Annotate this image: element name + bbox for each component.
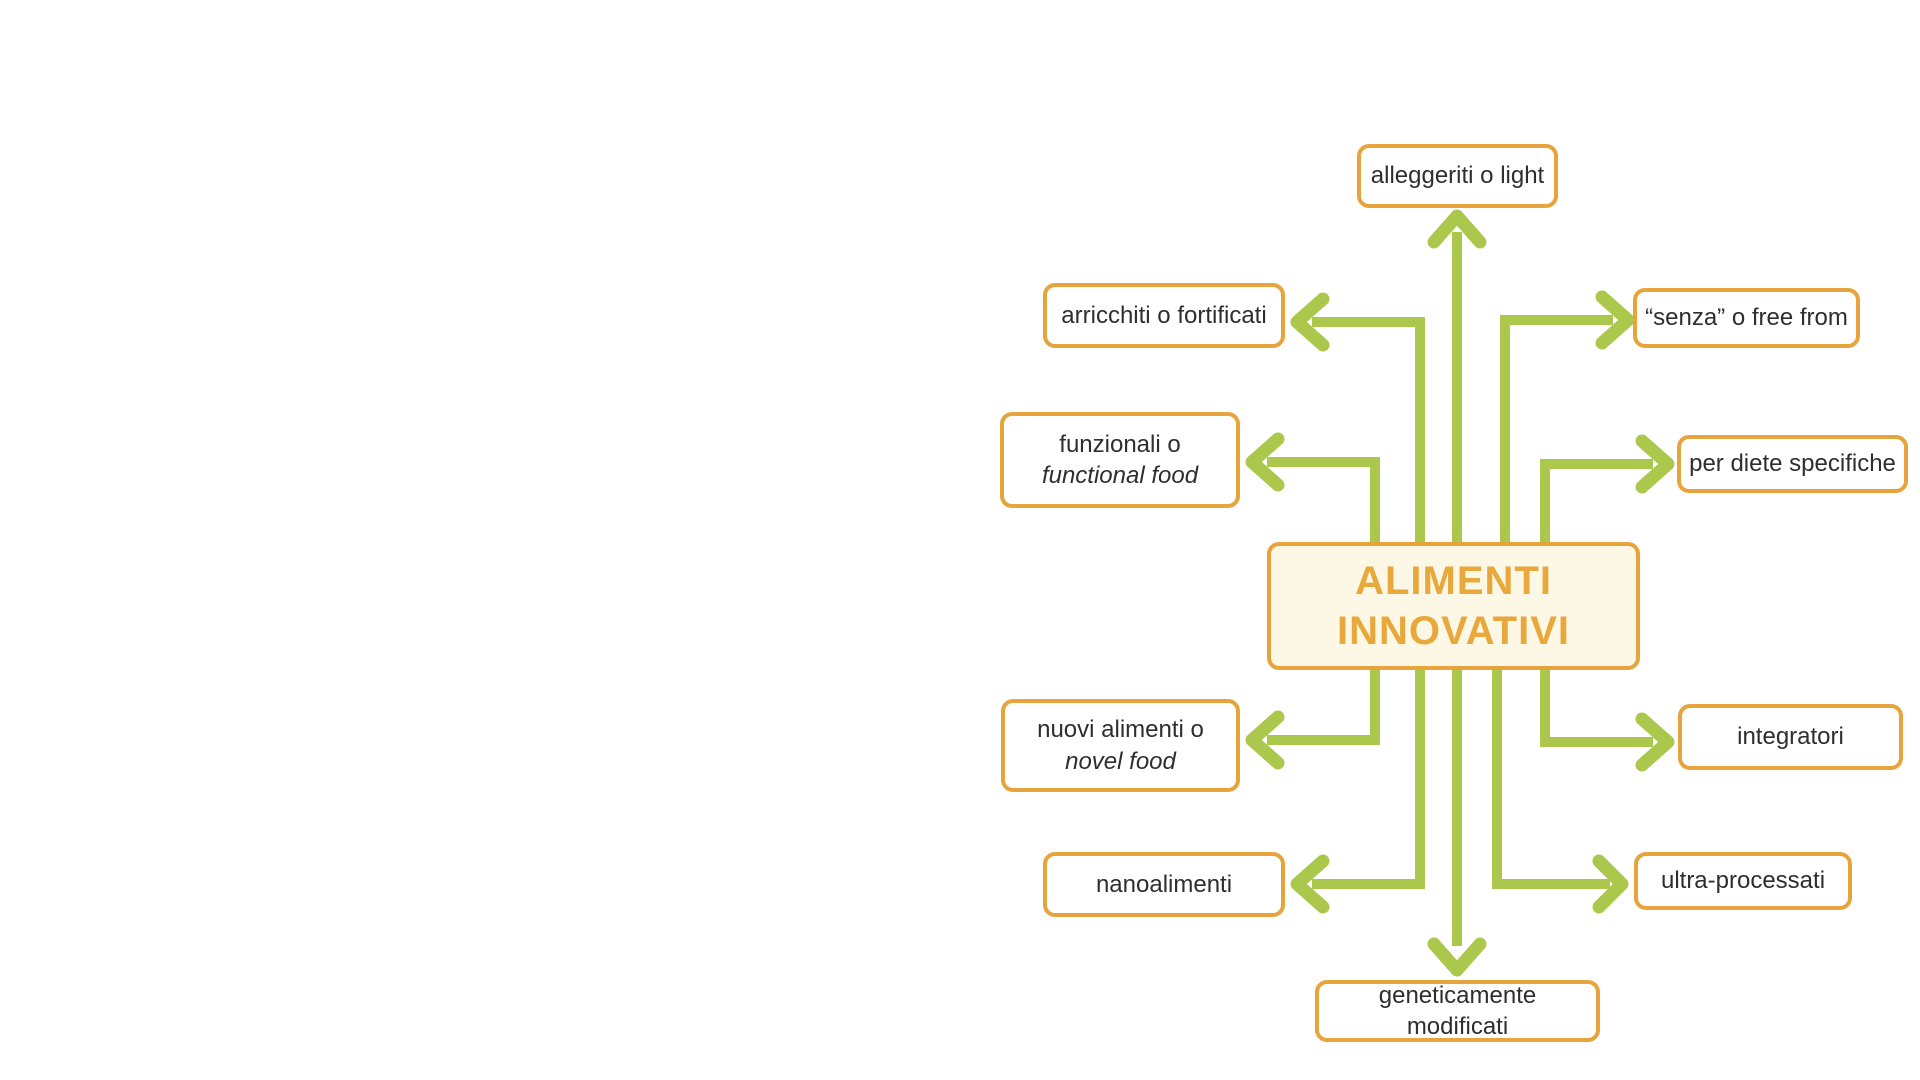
node-label-line1: nuovi alimenti o (1037, 716, 1204, 744)
center-label-line2: INNOVATIVI (1337, 609, 1570, 653)
node-nuovi-alimenti-o-novel-food: nuovi alimenti o novel food (1001, 699, 1240, 792)
node-nanoalimenti: nanoalimenti (1043, 852, 1285, 917)
arrow-to-ultra-processati (1492, 665, 1629, 914)
arrow-to-senza (1500, 290, 1635, 547)
arrow-to-nanoalimenti (1290, 665, 1425, 914)
node-label: geneticamente modificati (1378, 981, 1537, 1040)
arrow-to-alleggeriti (1427, 209, 1487, 547)
arrow-to-diete (1540, 434, 1675, 547)
node-integratori: integratori (1678, 704, 1903, 770)
node-senza-o-free-from: “senza” o free from (1633, 288, 1860, 348)
arrow-to-arricchiti (1290, 292, 1425, 547)
arrow-to-geneticamente-modificati (1427, 665, 1487, 977)
node-alleggeriti-o-light: alleggeriti o light (1357, 144, 1558, 208)
node-label: “senza” o free from (1645, 304, 1848, 332)
node-geneticamente-modificati: geneticamente modificati (1315, 980, 1600, 1042)
node-label: ultra-processati (1660, 867, 1826, 895)
node-label-line1: funzionali o (1059, 430, 1181, 458)
node-label-line2: functional food (1041, 462, 1199, 489)
center-node-alimenti-innovativi: ALIMENTI INNOVATIVI (1267, 542, 1640, 670)
arrow-to-integratori (1540, 665, 1675, 772)
node-label: integratori (1737, 723, 1844, 751)
center-label-line1: ALIMENTI (1355, 559, 1552, 603)
node-per-diete-specifiche: per diete specifiche (1677, 435, 1908, 493)
node-label: arricchiti o fortificati (1061, 301, 1267, 329)
node-funzionali-o-functional-food: funzionali o functional food (1000, 412, 1240, 508)
node-label: nanoalimenti (1095, 870, 1233, 898)
node-label: per diete specifiche (1689, 450, 1896, 478)
node-ultra-processati: ultra-processati (1634, 852, 1852, 910)
arrow-to-funzionali (1245, 432, 1380, 547)
node-label-line2: novel food (1065, 747, 1176, 775)
node-label: alleggeriti o light (1370, 162, 1545, 190)
node-arricchiti-o-fortificati: arricchiti o fortificati (1043, 283, 1285, 348)
arrow-to-nuovi-alimenti (1245, 665, 1380, 770)
